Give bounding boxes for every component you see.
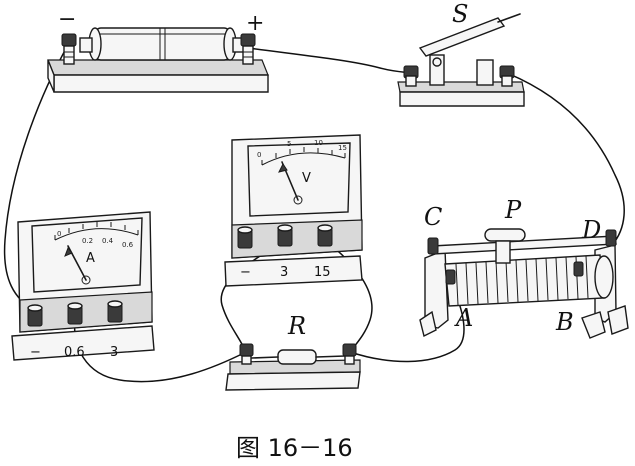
sliding-rheostat: C P D A B	[419, 196, 629, 339]
battery-positive-label: +	[246, 11, 264, 36]
ammeter-tick-0.4: 0.4	[102, 237, 114, 245]
battery-negative-terminal[interactable]	[61, 33, 77, 65]
rheostat-terminal-d[interactable]	[605, 229, 617, 247]
voltmeter: 0 5 10 15 V − 3 15	[224, 134, 363, 287]
ammeter-symbol: A	[86, 251, 95, 266]
battery: − +	[47, 7, 269, 93]
rheostat-terminal-a[interactable]	[445, 269, 456, 285]
ammeter-label-neg: −	[30, 345, 41, 360]
switch-label: S	[452, 0, 468, 28]
wire-battery-to-switch	[247, 47, 413, 74]
rheostat-terminal-b[interactable]	[573, 261, 584, 277]
ammeter-terminal-3[interactable]	[107, 300, 123, 323]
ammeter-tick-0.2: 0.2	[82, 237, 93, 245]
voltmeter-terminal-15[interactable]	[317, 224, 333, 247]
wire-battery-to-ammeter	[3, 44, 69, 311]
wire-switch-to-rheostat	[506, 72, 625, 246]
battery-positive-terminal[interactable]	[240, 33, 256, 65]
voltmeter-tick-15: 15	[338, 144, 347, 152]
rheostat-label-b: B	[555, 308, 574, 336]
voltmeter-label-neg: −	[240, 265, 251, 280]
voltmeter-tick-0: 0	[257, 151, 261, 159]
resistor-label: R	[287, 312, 306, 340]
rheostat-label-d: D	[581, 216, 601, 244]
rheostat-slider-p[interactable]	[484, 228, 526, 264]
resistor-left-terminal[interactable]	[239, 343, 254, 365]
rheostat-label-a: A	[454, 304, 473, 332]
ammeter: 0 0.2 0.4 0.6 A − 0.6 3	[11, 211, 155, 361]
rheostat-label-c: C	[424, 203, 442, 231]
voltmeter-label-15: 15	[314, 265, 331, 280]
switch-right-terminal[interactable]	[499, 65, 515, 87]
ammeter-terminal-0.6[interactable]	[67, 302, 83, 325]
rheostat-label-p: P	[504, 196, 522, 224]
switch-left-terminal[interactable]	[403, 65, 419, 87]
rheostat-coil-windings	[455, 255, 589, 306]
ammeter-label-3: 3	[110, 345, 118, 360]
resistor: R	[225, 312, 361, 391]
voltmeter-tick-10: 10	[314, 139, 323, 147]
voltmeter-terminal-3[interactable]	[277, 224, 293, 247]
ammeter-terminal-neg[interactable]	[27, 304, 43, 327]
battery-negative-label: −	[58, 7, 76, 32]
voltmeter-terminal-neg[interactable]	[237, 226, 253, 249]
ammeter-tick-0.6: 0.6	[122, 241, 134, 249]
voltmeter-symbol: V	[302, 171, 311, 186]
figure-caption: 图 16－16	[236, 434, 353, 462]
rheostat-terminal-c[interactable]	[427, 237, 439, 255]
knife-switch[interactable]: S	[397, 0, 525, 107]
resistor-right-terminal[interactable]	[342, 343, 357, 365]
voltmeter-tick-5: 5	[287, 140, 291, 148]
ammeter-tick-0: 0	[57, 230, 61, 238]
ammeter-label-0.6: 0.6	[64, 345, 85, 360]
voltmeter-label-3: 3	[280, 265, 288, 280]
